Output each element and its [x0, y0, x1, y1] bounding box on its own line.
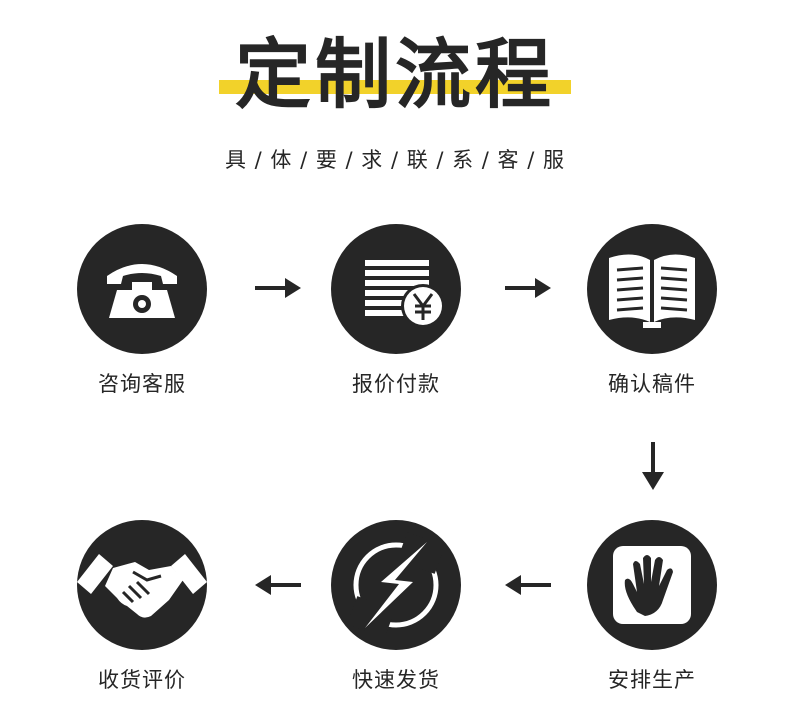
step-label: 报价付款: [352, 372, 440, 396]
step-production: 安排生产: [572, 520, 732, 694]
step-shipping: 快速发货: [316, 520, 476, 694]
step-label: 确认稿件: [608, 372, 696, 396]
step-label: 收货评价: [98, 668, 186, 692]
page-subtitle: 具 / 体 / 要 / 求 / 联 / 系 / 客 / 服: [225, 148, 565, 172]
arrow-left-icon: [255, 573, 301, 597]
title-area: 定制流程: [0, 30, 790, 120]
title-underline: [219, 80, 571, 94]
arrow-left-icon: [505, 573, 551, 597]
step-quote-payment: 报价付款: [316, 224, 476, 398]
telephone-icon: [77, 224, 207, 354]
step-label: 快速发货: [352, 668, 440, 692]
step-label: 安排生产: [608, 668, 696, 692]
step-consult: 咨询客服: [62, 224, 222, 398]
lightning-icon: [331, 520, 461, 650]
arrow-down-icon: [640, 442, 666, 490]
step-confirm-draft: 确认稿件: [572, 224, 732, 398]
hand-icon: [587, 520, 717, 650]
open-book-icon: [587, 224, 717, 354]
page-title: 定制流程: [235, 30, 555, 119]
step-receipt-review: 收货评价: [62, 520, 222, 694]
arrow-right-icon: [255, 276, 301, 300]
step-label: 咨询客服: [98, 372, 186, 396]
handshake-icon: [77, 520, 207, 650]
invoice-yen-icon: [331, 224, 461, 354]
arrow-right-icon: [505, 276, 551, 300]
